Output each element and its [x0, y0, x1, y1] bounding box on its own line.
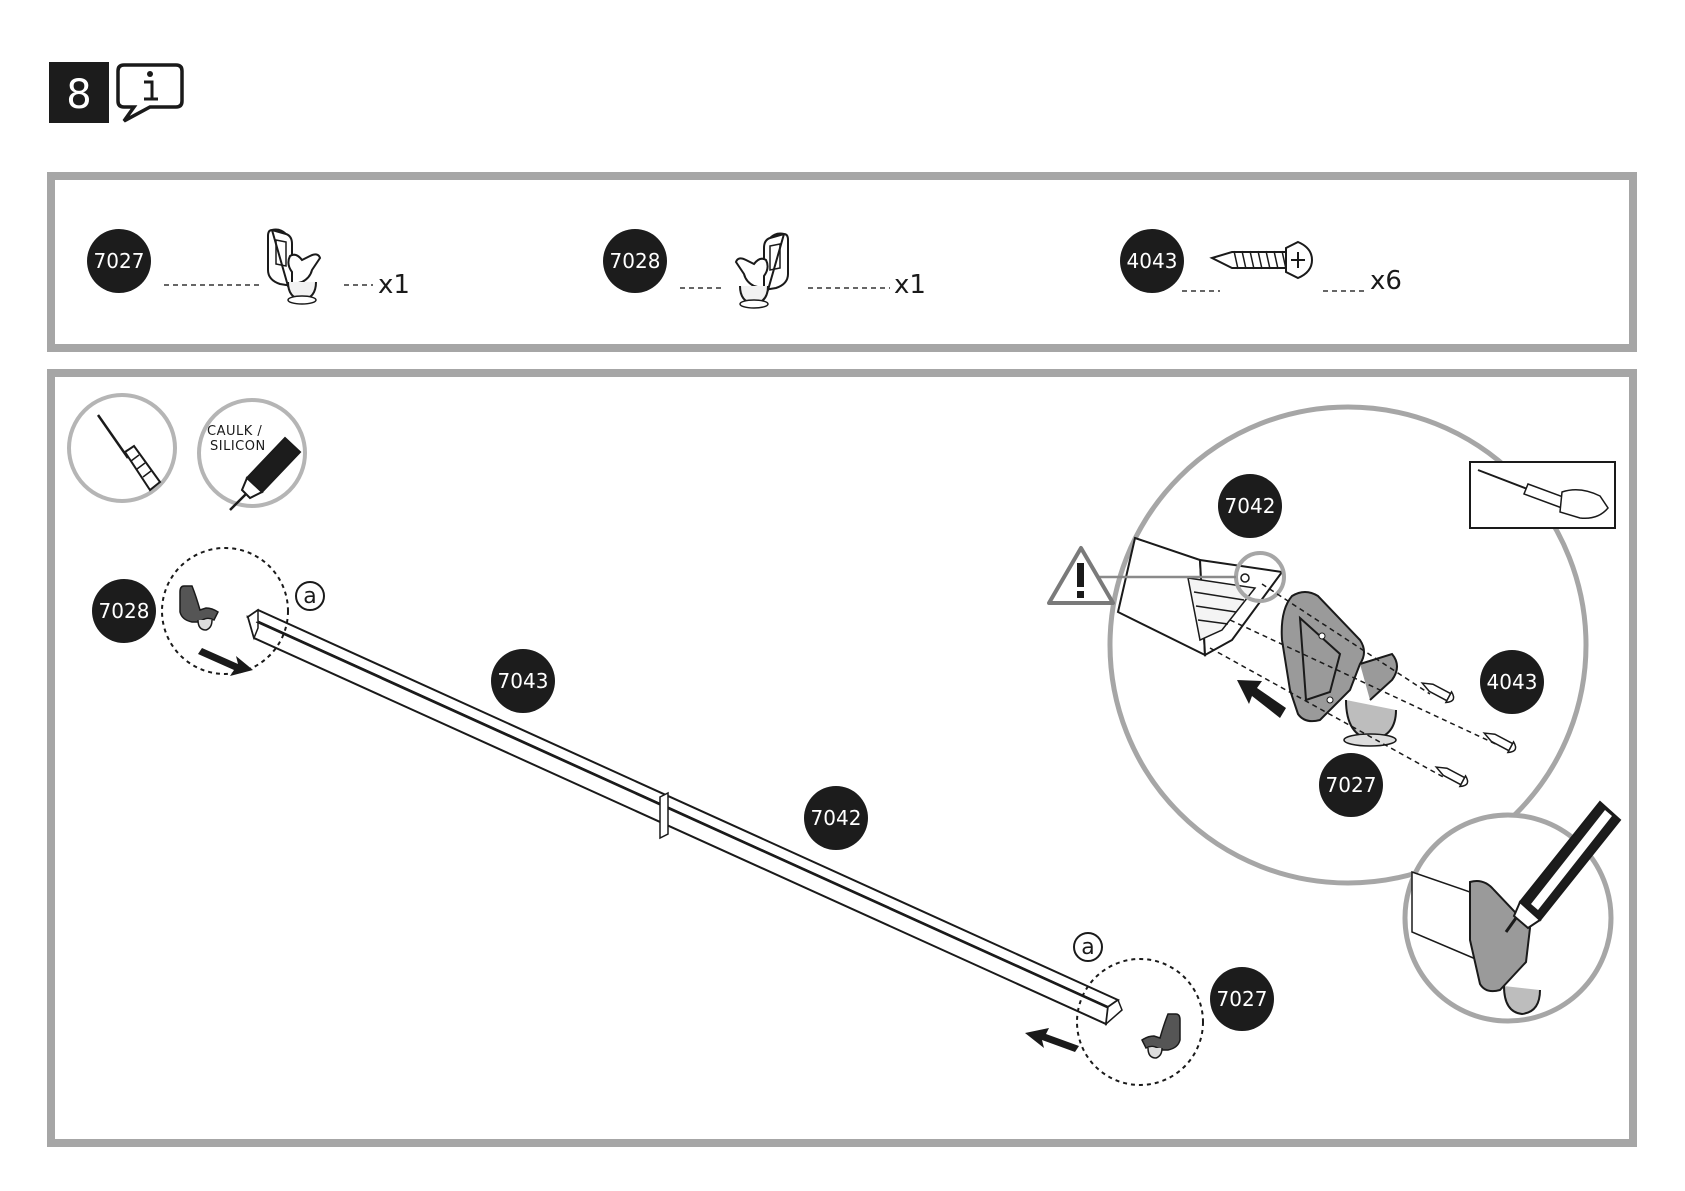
end-cap-right-icon — [1142, 1014, 1180, 1058]
warning-triangle-icon — [1049, 548, 1113, 603]
end-cap-left-icon — [268, 230, 320, 305]
step-number: 8 — [66, 72, 91, 118]
step-header: 8 — [49, 62, 182, 123]
callout-detail-rail-label: 7042 — [1225, 494, 1276, 518]
rail-assembly — [248, 610, 1122, 1024]
part-item-7028: 7028 x1 — [603, 229, 926, 308]
callout-rail-lower-label: 7042 — [811, 806, 862, 830]
arrow-right-icon — [198, 648, 253, 676]
detail-letter-left: a — [303, 584, 316, 609]
part-item-4043: 4043 x6 — [1120, 229, 1402, 296]
part-quantity: x6 — [1370, 266, 1402, 296]
callout-right-cap: a 7027 — [1025, 933, 1274, 1085]
screw-icon — [1212, 242, 1312, 278]
callout-rail-upper: 7043 — [491, 649, 555, 713]
tool-caulk: CAULK / SILICON — [199, 400, 305, 510]
part-id: 7027 — [94, 249, 145, 273]
callout-left-cap-label: 7028 — [99, 599, 150, 623]
callout-rail-lower: 7042 — [804, 786, 868, 850]
parts-panel: 7027 x1 7028 — [51, 176, 1633, 348]
part-item-7027: 7027 x1 — [87, 229, 410, 304]
assembly-panel: CAULK / SILICON 7028 — [51, 373, 1633, 1143]
callout-rail-upper-label: 7043 — [498, 669, 549, 693]
end-cap-right-icon — [736, 234, 788, 309]
caulk-label-line1: CAULK / — [207, 424, 262, 439]
end-cap-left-icon — [180, 586, 218, 630]
part-id: 7028 — [610, 249, 661, 273]
tool-screwdriver — [69, 395, 175, 501]
caulk-label-line2: SILICON — [210, 439, 266, 454]
part-quantity: x1 — [378, 270, 410, 300]
detail-letter-right: a — [1081, 935, 1094, 960]
part-quantity: x1 — [894, 270, 926, 300]
arrow-left-icon — [1025, 1028, 1079, 1052]
info-speech-bubble-icon — [118, 65, 182, 121]
detail-circle-right — [1077, 959, 1203, 1085]
callout-right-cap-label: 7027 — [1217, 987, 1268, 1011]
part-id: 4043 — [1127, 249, 1178, 273]
screwdriver-hint-box — [1470, 462, 1615, 528]
callout-detail-screw-label: 4043 — [1487, 670, 1538, 694]
callout-detail-cap-label: 7027 — [1326, 773, 1377, 797]
callout-left-cap: 7028 a — [92, 548, 324, 676]
